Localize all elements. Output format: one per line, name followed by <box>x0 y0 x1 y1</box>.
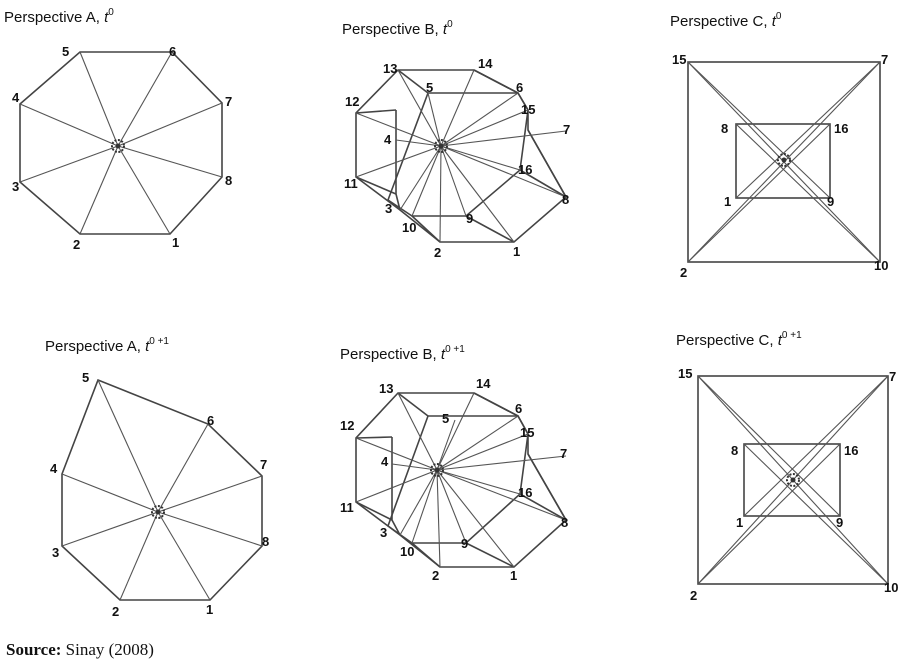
svg-text:4: 4 <box>50 461 58 476</box>
hub-node <box>430 463 444 477</box>
svg-text:8: 8 <box>562 192 569 207</box>
source-caption: Source: Sinay (2008) <box>6 640 154 660</box>
svg-text:15: 15 <box>521 102 535 117</box>
svg-text:2: 2 <box>73 237 80 252</box>
panel-title-a-t1: Perspective A, t0 +1 <box>45 336 169 355</box>
svg-text:3: 3 <box>12 179 19 194</box>
svg-text:4: 4 <box>12 90 20 105</box>
svg-text:2: 2 <box>680 265 687 280</box>
svg-text:7: 7 <box>225 94 232 109</box>
svg-text:7: 7 <box>889 369 896 384</box>
svg-text:1: 1 <box>510 568 517 583</box>
source-text: Sinay (2008) <box>61 640 154 659</box>
svg-text:16: 16 <box>518 162 532 177</box>
svg-text:1: 1 <box>724 194 731 209</box>
svg-text:5: 5 <box>442 411 449 426</box>
svg-text:8: 8 <box>225 173 232 188</box>
svg-text:3: 3 <box>52 545 59 560</box>
svg-text:3: 3 <box>385 201 392 216</box>
svg-text:7: 7 <box>260 457 267 472</box>
svg-text:12: 12 <box>345 94 359 109</box>
graph-a-t0: 5 6 4 7 3 8 2 1 <box>12 44 232 252</box>
svg-text:5: 5 <box>82 370 89 385</box>
hub-node <box>786 473 800 487</box>
svg-text:10: 10 <box>402 220 416 235</box>
svg-text:1: 1 <box>206 602 213 617</box>
svg-text:15: 15 <box>678 366 692 381</box>
svg-text:1: 1 <box>513 244 520 259</box>
svg-text:1: 1 <box>736 515 743 530</box>
panel-title-b-t0: Perspective B, t0 <box>342 19 453 38</box>
hub-node <box>111 139 125 153</box>
svg-text:7: 7 <box>563 122 570 137</box>
svg-text:14: 14 <box>478 56 493 71</box>
svg-text:9: 9 <box>836 515 843 530</box>
graph-b-t0: 13 14 5 6 15 7 12 4 16 8 11 3 10 9 2 1 <box>344 56 570 260</box>
hub-node <box>777 153 791 167</box>
svg-text:6: 6 <box>207 413 214 428</box>
svg-text:14: 14 <box>476 376 491 391</box>
svg-text:6: 6 <box>516 80 523 95</box>
svg-text:8: 8 <box>262 534 269 549</box>
svg-text:9: 9 <box>827 194 834 209</box>
graph-c-t1: 15 7 8 16 1 9 2 10 <box>678 366 898 603</box>
graph-c-t0: 15 7 8 16 1 9 2 10 <box>672 52 888 280</box>
graph-a-t1: 5 6 4 7 3 8 2 1 <box>50 370 269 619</box>
svg-text:10: 10 <box>884 580 898 595</box>
svg-text:15: 15 <box>672 52 686 67</box>
svg-text:5: 5 <box>426 80 433 95</box>
svg-text:12: 12 <box>340 418 354 433</box>
svg-text:1: 1 <box>172 235 179 250</box>
svg-text:3: 3 <box>380 525 387 540</box>
svg-text:4: 4 <box>381 454 389 469</box>
svg-text:16: 16 <box>518 485 532 500</box>
svg-text:10: 10 <box>874 258 888 273</box>
hub-node <box>434 139 448 153</box>
svg-text:8: 8 <box>561 515 568 530</box>
svg-text:8: 8 <box>721 121 728 136</box>
svg-text:16: 16 <box>834 121 848 136</box>
graph-b-t1: 13 14 5 6 15 7 12 4 16 8 11 3 10 9 2 1 <box>340 376 568 583</box>
svg-text:11: 11 <box>344 176 358 191</box>
svg-text:2: 2 <box>690 588 697 603</box>
svg-text:13: 13 <box>383 61 397 76</box>
svg-text:4: 4 <box>384 132 392 147</box>
hub-node <box>151 505 165 519</box>
svg-text:10: 10 <box>400 544 414 559</box>
svg-text:16: 16 <box>844 443 858 458</box>
svg-text:2: 2 <box>112 604 119 619</box>
svg-text:6: 6 <box>169 44 176 59</box>
panel-title-b-t1: Perspective B, t0 +1 <box>340 344 465 363</box>
svg-text:2: 2 <box>432 568 439 583</box>
svg-text:6: 6 <box>515 401 522 416</box>
panel-title-c-t1: Perspective C, t0 +1 <box>676 330 802 349</box>
panel-title-c-t0: Perspective C, t0 <box>670 11 782 30</box>
svg-text:15: 15 <box>520 425 534 440</box>
svg-text:9: 9 <box>461 536 468 551</box>
svg-text:2: 2 <box>434 245 441 260</box>
svg-text:9: 9 <box>466 211 473 226</box>
svg-text:11: 11 <box>340 500 354 515</box>
svg-text:8: 8 <box>731 443 738 458</box>
svg-text:13: 13 <box>379 381 393 396</box>
svg-text:5: 5 <box>62 44 69 59</box>
svg-text:7: 7 <box>560 446 567 461</box>
source-label: Source: <box>6 640 62 659</box>
panel-title-a-t0: Perspective A, t0 <box>4 7 114 26</box>
svg-text:7: 7 <box>881 52 888 67</box>
